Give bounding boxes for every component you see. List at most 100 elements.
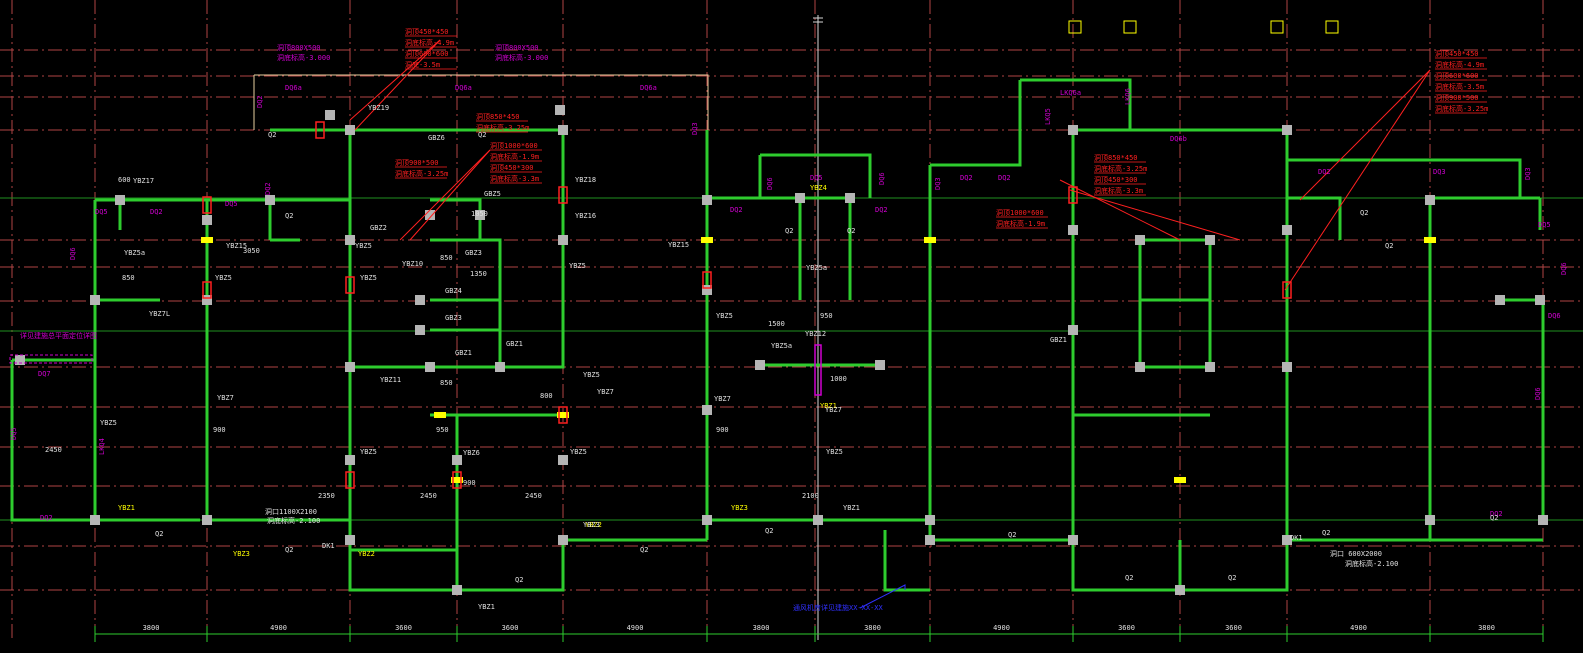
shear-walls — [10, 78, 1545, 592]
wall-column — [415, 325, 425, 335]
wall-column — [1282, 535, 1292, 545]
wall-column — [1205, 235, 1215, 245]
annotation-text: DQ2 — [40, 514, 53, 522]
annotation-text: GBZ1 — [455, 349, 472, 357]
annotation-text: YBZ18 — [575, 176, 596, 184]
annotation-text: YBZ17 — [133, 177, 154, 185]
annotation-text: 洞顶850*450 — [1094, 153, 1138, 162]
annotation-text: LKQ6 — [1124, 88, 1132, 105]
dimension-value: 4900 — [1350, 624, 1367, 632]
annotation-text: YBZ6 — [463, 449, 480, 457]
annotation-text: 2450 — [420, 492, 437, 500]
wall-column — [1068, 535, 1078, 545]
annotation-text: DK1 — [322, 542, 335, 550]
wall-column — [425, 362, 435, 372]
wall-column — [795, 193, 805, 203]
annotation-text: YBZ5 — [569, 262, 586, 270]
annotation-text: GBZ6 — [428, 134, 445, 142]
shear-wall — [270, 128, 352, 200]
annotation-text: 洞顶450*450 — [405, 27, 449, 36]
annotation-text: DQ3 — [1433, 168, 1446, 176]
annotation-text: LKQ4 — [98, 438, 106, 455]
shear-wall — [760, 153, 872, 198]
annotation-text: DQ5 — [1538, 221, 1551, 229]
dimension-value: 3800 — [143, 624, 160, 632]
annotation-text: DQ2 — [150, 208, 163, 216]
red-leader-line — [349, 39, 441, 121]
wall-opening — [702, 271, 712, 289]
annotation-text: GBZ3 — [445, 314, 462, 322]
wall-column — [1175, 585, 1185, 595]
annotation-text: DQ5 — [225, 200, 238, 208]
shear-wall — [10, 360, 95, 522]
wall-column — [115, 195, 125, 205]
annotation-text: 洞底标高-3.000 — [495, 53, 548, 62]
magenta-pipe — [814, 344, 822, 396]
red-leader-line — [1284, 69, 1431, 291]
annotation-text: 洞底标高-1.9m — [490, 152, 539, 161]
annotation-text: DQ5 — [10, 427, 18, 440]
shear-wall — [1138, 238, 1212, 369]
dimension-value: 3600 — [502, 624, 519, 632]
annotation-text: YBZ7 — [217, 394, 234, 402]
annotation-text: 洞底标高-3.25m — [1094, 164, 1147, 173]
wall-column — [265, 195, 275, 205]
annotation-text: YBZ3 — [233, 550, 250, 558]
dimension-value: 3800 — [864, 624, 881, 632]
annotation-text: 洞口1100X2100 — [265, 507, 317, 516]
annotation-text: LKQ6a — [1060, 89, 1081, 97]
annotation-text: 洞顶900*500 — [1435, 93, 1479, 102]
annotation-text: DQ7 — [38, 370, 51, 378]
wall-column — [1538, 515, 1548, 525]
wall-column — [1282, 362, 1292, 372]
shear-wall — [1428, 198, 1543, 542]
wall-column — [1535, 295, 1545, 305]
annotation-text: 3050 — [243, 247, 260, 255]
wall-column — [1205, 362, 1215, 372]
wall-column — [1495, 295, 1505, 305]
annotation-text: DQ6a — [455, 84, 472, 92]
wall-column — [558, 455, 568, 465]
shear-wall — [707, 196, 802, 300]
dimension-value: 4900 — [627, 624, 644, 632]
dimension-value: 3600 — [1225, 624, 1242, 632]
annotation-text: Q2 — [268, 131, 276, 139]
annotation-text: YBZ5 — [716, 312, 733, 320]
annotation-text: YBZ7 — [597, 388, 614, 396]
annotation-text: YBZ5 — [360, 274, 377, 282]
annotation-text: 洞底标高-3.25m — [1435, 104, 1488, 113]
annotation-text: 洞口 600X2000 — [1330, 549, 1382, 558]
annotation-text: 2450 — [45, 446, 62, 454]
grid-marker — [1325, 20, 1339, 34]
annotation-text: GBZ1 — [506, 340, 523, 348]
annotation-text: 洞底-3.5m — [405, 60, 440, 69]
yellow-column — [434, 412, 446, 418]
annotation-text: 950 — [820, 312, 833, 320]
annotation-text: DQ6 — [1548, 312, 1561, 320]
wall-column — [90, 515, 100, 525]
wall-column — [325, 110, 335, 120]
annotation-text: GBZ4 — [445, 287, 462, 295]
wall-column — [345, 455, 355, 465]
wall-column — [925, 515, 935, 525]
annotation-text: 1000 — [830, 375, 847, 383]
wall-opening — [202, 196, 212, 214]
shear-wall — [1287, 158, 1522, 198]
annotation-text: DQ3 — [691, 122, 699, 135]
annotation-text: Q2 — [155, 530, 163, 538]
wall-opening — [315, 121, 325, 139]
shear-wall — [430, 238, 502, 367]
annotation-text: YBZ7 — [714, 395, 731, 403]
red-leader-line — [1299, 69, 1431, 201]
annotation-text: DQ6 — [1560, 262, 1568, 275]
shear-wall — [430, 130, 565, 369]
wall-column — [345, 362, 355, 372]
annotation-text: 900 — [213, 426, 226, 434]
annotation-text: 洞顶450*300 — [1094, 175, 1138, 184]
yellow-column — [701, 237, 713, 243]
red-leader-line — [1069, 189, 1241, 241]
wall-column — [702, 405, 712, 415]
yellow-column — [1424, 237, 1436, 243]
